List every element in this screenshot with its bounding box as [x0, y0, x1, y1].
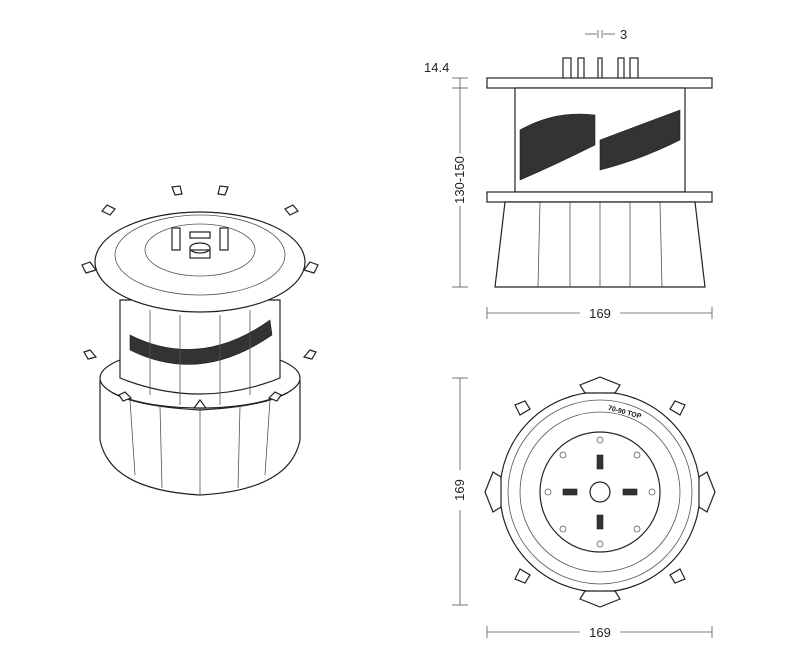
top-plate — [94, 211, 306, 313]
plan-width-dimension: 169 — [589, 625, 611, 640]
thread-side-right — [599, 109, 681, 171]
thread-column — [119, 299, 281, 395]
base-ribs — [129, 399, 271, 494]
perimeter-tabs — [81, 185, 319, 409]
dimension-lines-plan — [452, 377, 713, 638]
outer-ring — [499, 391, 701, 593]
gap-dimension: 3 — [620, 27, 627, 42]
center-hole — [189, 242, 211, 254]
top-plate-side — [486, 77, 713, 89]
height-dimension: 130-150 — [452, 156, 467, 204]
mid-plate-side — [486, 191, 713, 203]
center-hole-plan — [589, 481, 611, 503]
isometric-view — [81, 185, 319, 496]
thread-helix — [129, 319, 273, 365]
thread-side-left — [519, 113, 596, 181]
plan-view: 70-90 TOP 169 169 — [452, 376, 716, 640]
column-ribs — [149, 310, 251, 405]
top-plate-dimension: 14.4 — [424, 60, 449, 75]
plan-tabs — [484, 376, 716, 608]
side-view: 3 14.4 130-150 169 — [424, 27, 713, 321]
dimension-lines-side — [452, 30, 713, 319]
side-width-dimension: 169 — [589, 306, 611, 321]
spacer-slots — [562, 454, 638, 530]
plan-height-dimension: 169 — [452, 479, 467, 501]
spacer-tabs — [171, 227, 229, 259]
